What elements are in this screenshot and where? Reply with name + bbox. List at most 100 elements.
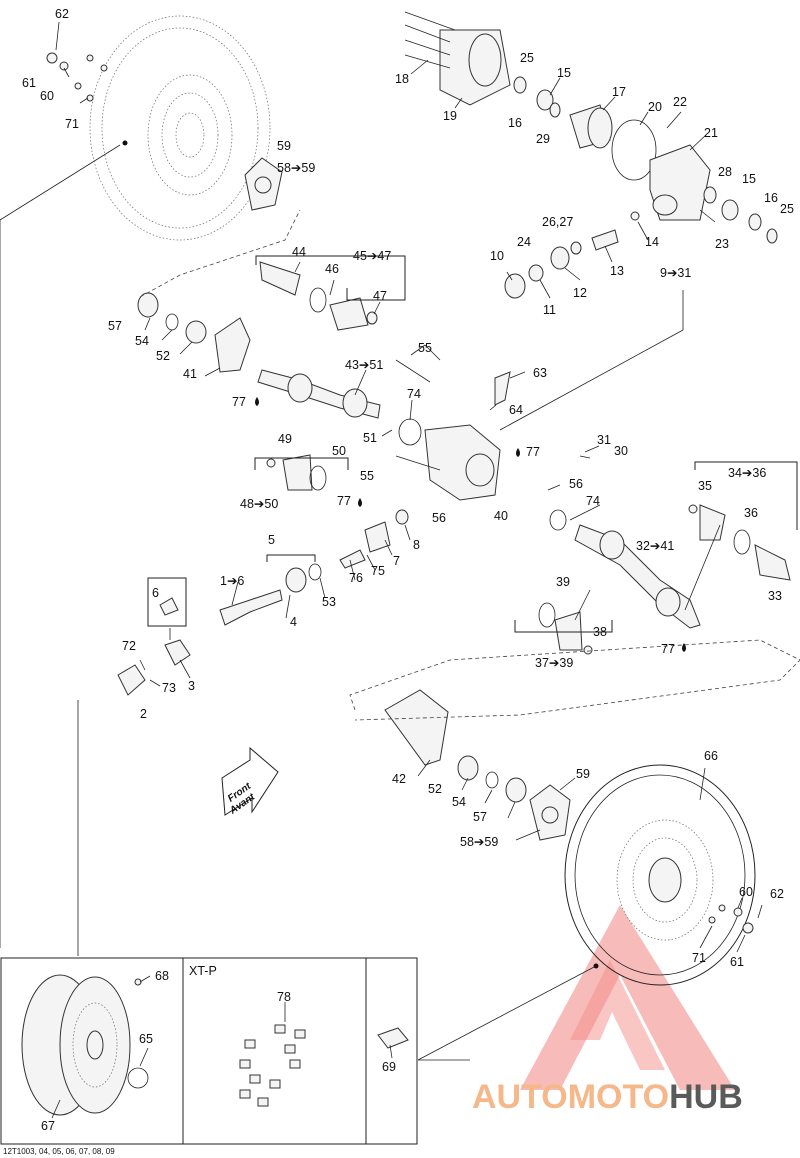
label-47: 47 bbox=[373, 289, 387, 303]
label-8: 8 bbox=[413, 538, 420, 552]
label-67: 67 bbox=[41, 1119, 55, 1133]
watermark-auto: AUTO bbox=[472, 1078, 568, 1116]
label-74-right: 74 bbox=[586, 494, 600, 508]
watermark-moto: MOTO bbox=[568, 1078, 669, 1116]
label-17: 17 bbox=[612, 85, 626, 99]
label-32-41: 32➔41 bbox=[636, 539, 674, 553]
label-62-top: 62 bbox=[55, 7, 69, 21]
label-56-left: 56 bbox=[432, 511, 446, 525]
label-57-bottom: 57 bbox=[473, 810, 487, 824]
label-34-36: 34➔36 bbox=[728, 466, 766, 480]
label-39: 39 bbox=[556, 575, 570, 589]
label-26-27: 26,27 bbox=[542, 215, 573, 229]
label-66: 66 bbox=[704, 749, 718, 763]
label-18: 18 bbox=[395, 72, 409, 86]
label-45-47: 45➔47 bbox=[353, 249, 391, 263]
label-77-a: 77 bbox=[232, 395, 246, 409]
oil-drop-icons bbox=[255, 397, 686, 652]
decal-69 bbox=[377, 1027, 409, 1049]
label-31: 31 bbox=[597, 433, 611, 447]
svg-text:AUTOMOTOHUB: AUTOMOTOHUB bbox=[472, 1078, 743, 1116]
label-61-bottom: 61 bbox=[730, 955, 744, 969]
front-differential bbox=[395, 359, 511, 501]
label-42: 42 bbox=[392, 772, 406, 786]
label-13: 13 bbox=[610, 264, 624, 278]
label-60-top: 60 bbox=[40, 89, 54, 103]
label-51: 51 bbox=[363, 431, 377, 445]
diagram-caption: 12T1003, 04, 05, 06, 07, 08, 09 bbox=[3, 1147, 115, 1156]
label-4: 4 bbox=[290, 615, 297, 629]
front-drive-shaft-right bbox=[549, 504, 791, 629]
label-16-top: 16 bbox=[508, 116, 522, 130]
universal-joint bbox=[117, 577, 191, 696]
label-25-top: 25 bbox=[520, 51, 534, 65]
propeller-shaft bbox=[219, 509, 409, 626]
label-72: 72 bbox=[122, 639, 136, 653]
label-21: 21 bbox=[704, 126, 718, 140]
label-62-bottom: 62 bbox=[770, 887, 784, 901]
label-15-right: 15 bbox=[742, 172, 756, 186]
label-12: 12 bbox=[573, 286, 587, 300]
label-52-top: 52 bbox=[156, 349, 170, 363]
label-76: 76 bbox=[349, 571, 363, 585]
label-16-right: 16 bbox=[764, 191, 778, 205]
label-75: 75 bbox=[371, 564, 385, 578]
bottom-panels: XT-P bbox=[0, 957, 418, 1145]
label-77-d: 77 bbox=[661, 642, 675, 656]
front-right-wheel bbox=[564, 764, 756, 986]
wheel-nuts-top bbox=[46, 52, 108, 102]
label-58-59-bottom: 58➔59 bbox=[460, 835, 498, 849]
group-brackets bbox=[254, 255, 798, 633]
label-77-b: 77 bbox=[526, 445, 540, 459]
label-35: 35 bbox=[698, 479, 712, 493]
label-43-51: 43➔51 bbox=[345, 358, 383, 372]
label-63: 63 bbox=[533, 366, 547, 380]
label-71-top: 71 bbox=[65, 117, 79, 131]
clip-kit-78 bbox=[239, 1002, 306, 1107]
front-left-wheel bbox=[89, 15, 271, 241]
label-50: 50 bbox=[332, 444, 346, 458]
label-78: 78 bbox=[277, 990, 291, 1004]
label-38: 38 bbox=[593, 625, 607, 639]
front-direction-arrow: Front Avant bbox=[221, 746, 279, 817]
wheel-nuts-bottom bbox=[708, 904, 754, 934]
boot-kit-right bbox=[538, 602, 593, 655]
label-3: 3 bbox=[188, 679, 195, 693]
label-40: 40 bbox=[494, 509, 508, 523]
label-7: 7 bbox=[393, 554, 400, 568]
label-59-bottom: 59 bbox=[576, 767, 590, 781]
label-9-31: 9➔31 bbox=[660, 266, 691, 280]
front-right-hub bbox=[529, 784, 571, 841]
label-73: 73 bbox=[162, 681, 176, 695]
label-10: 10 bbox=[490, 249, 504, 263]
front-left-knuckle bbox=[137, 292, 251, 373]
front-left-hub bbox=[244, 157, 283, 211]
label-55-top: 55 bbox=[418, 341, 432, 355]
label-41: 41 bbox=[183, 367, 197, 381]
label-74-top: 74 bbox=[407, 387, 421, 401]
front-drive-shaft-left bbox=[257, 261, 381, 419]
label-6: 6 bbox=[152, 586, 159, 600]
watermark-text: AUTOMOTOHUB bbox=[472, 1078, 743, 1116]
differential-housing-front bbox=[404, 11, 511, 106]
label-59-top: 59 bbox=[277, 139, 291, 153]
label-55-mid: 55 bbox=[360, 469, 374, 483]
label-36: 36 bbox=[744, 506, 758, 520]
label-29: 29 bbox=[536, 132, 550, 146]
label-65: 65 bbox=[139, 1032, 153, 1046]
label-15-top: 15 bbox=[557, 66, 571, 80]
boot-kit-left bbox=[266, 454, 327, 491]
label-19: 19 bbox=[443, 109, 457, 123]
assembly-outlines bbox=[0, 144, 800, 1061]
label-61-top: 61 bbox=[22, 76, 36, 90]
differential-gear-set bbox=[513, 76, 657, 181]
label-11: 11 bbox=[543, 303, 556, 317]
label-24: 24 bbox=[517, 235, 531, 249]
differential-housing-rear bbox=[649, 144, 778, 244]
label-64: 64 bbox=[509, 403, 523, 417]
label-68: 68 bbox=[155, 969, 169, 983]
alternate-wheel bbox=[21, 974, 149, 1116]
label-56-right: 56 bbox=[569, 477, 583, 491]
label-52-bottom: 52 bbox=[428, 782, 442, 796]
